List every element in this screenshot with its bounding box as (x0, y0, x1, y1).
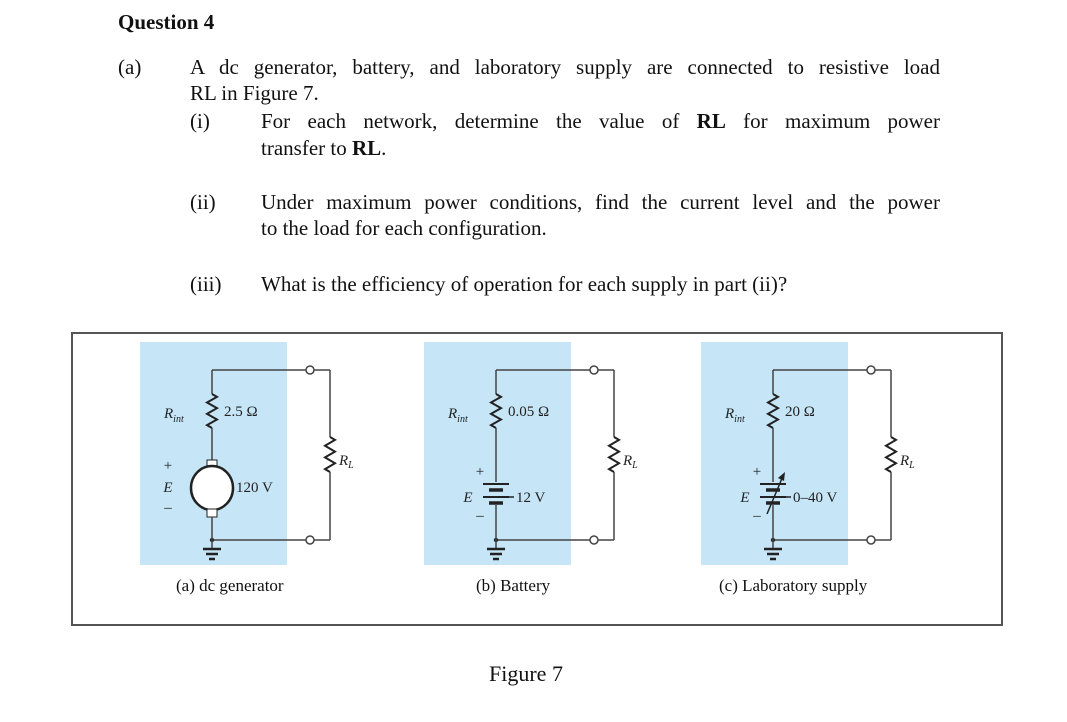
load-resistor-label: RL (622, 453, 638, 471)
part-a-text-line1: A dc generator, battery, and laboratory … (190, 54, 940, 80)
subpart-ii-text: Under maximum power conditions, find the… (261, 190, 940, 214)
terminal-top (866, 365, 876, 375)
subpart-ii-label: (ii) (190, 190, 216, 214)
terminal-bottom (866, 535, 876, 545)
source-label: E (739, 490, 749, 506)
variable-arrow-icon (766, 475, 784, 515)
variable-arrow-head (778, 472, 785, 481)
minus-sign: – (163, 500, 172, 516)
rl-bold: RL (351, 136, 382, 160)
load-sub: L (347, 460, 354, 471)
load-resistor-icon (607, 436, 621, 473)
subpart-i-period: . (381, 136, 387, 160)
subpart-i-text-post: for maximum power (725, 109, 940, 133)
load-sub: L (631, 460, 638, 471)
source-value: 12 V (516, 490, 545, 506)
internal-resistor-icon (765, 393, 781, 429)
subpart-i-line1-text: For each network, determine the value of… (261, 108, 940, 134)
panel-caption: (a) dc generator (176, 576, 284, 595)
terminal-top (589, 365, 599, 375)
panel-caption: (c) Laboratory supply (719, 576, 868, 595)
load-resistor-label: RL (899, 453, 915, 471)
subpart-i-text: For each network, determine the value of (261, 109, 697, 133)
source-value: 0–40 V (793, 490, 837, 506)
subpart-ii-line2: to the load for each configuration. (261, 216, 547, 240)
brush-bottom (206, 508, 218, 518)
internal-resistor-icon (488, 393, 504, 429)
source-box (701, 342, 848, 565)
figure-frame (71, 332, 1003, 626)
subpart-i-label: (i) (190, 109, 210, 133)
terminal-bottom (589, 535, 599, 545)
subpart-i-line1: For each network, determine the value of… (261, 108, 940, 134)
source-box (140, 342, 287, 565)
rl-bold: RL (696, 109, 726, 133)
minus-sign: – (475, 508, 484, 524)
part-a-label: (a) (118, 55, 142, 79)
figure-label: Figure 7 (489, 661, 563, 686)
plus-sign: + (753, 464, 761, 480)
subpart-i-line2: transfer to RL. (261, 135, 386, 161)
plus-sign: + (476, 464, 484, 480)
dc-generator-icon (189, 464, 235, 512)
rint-sub: int (457, 414, 468, 425)
rint-value: 0.05 Ω (508, 404, 549, 420)
minus-sign: – (752, 508, 761, 524)
part-a-line1: A dc generator, battery, and laboratory … (190, 55, 940, 79)
subpart-i-line2-text: transfer to (261, 136, 352, 160)
rint-sub: int (734, 414, 745, 425)
load-sub: L (908, 460, 915, 471)
rint-sub: int (173, 414, 184, 425)
plus-sign: + (164, 458, 172, 474)
subpart-iii-line1: What is the efficiency of operation for … (261, 272, 788, 296)
internal-resistor-icon (204, 393, 220, 429)
rint-value: 20 Ω (785, 404, 815, 420)
part-a-text-line2: RL in Figure 7. (190, 81, 319, 105)
subpart-iii-label: (iii) (190, 272, 222, 296)
terminal-top (305, 365, 315, 375)
source-value: 120 V (236, 480, 273, 496)
source-label: E (162, 480, 172, 496)
rint-value: 2.5 Ω (224, 404, 258, 420)
terminal-bottom (305, 535, 315, 545)
question-title: Question 4 (118, 10, 215, 34)
load-resistor-icon (884, 436, 898, 473)
subpart-ii-line1: Under maximum power conditions, find the… (261, 189, 940, 215)
source-label: E (462, 490, 472, 506)
source-box (424, 342, 571, 565)
load-resistor-label: RL (338, 453, 354, 471)
panel-caption: (b) Battery (476, 576, 551, 595)
load-resistor-icon (323, 436, 337, 473)
